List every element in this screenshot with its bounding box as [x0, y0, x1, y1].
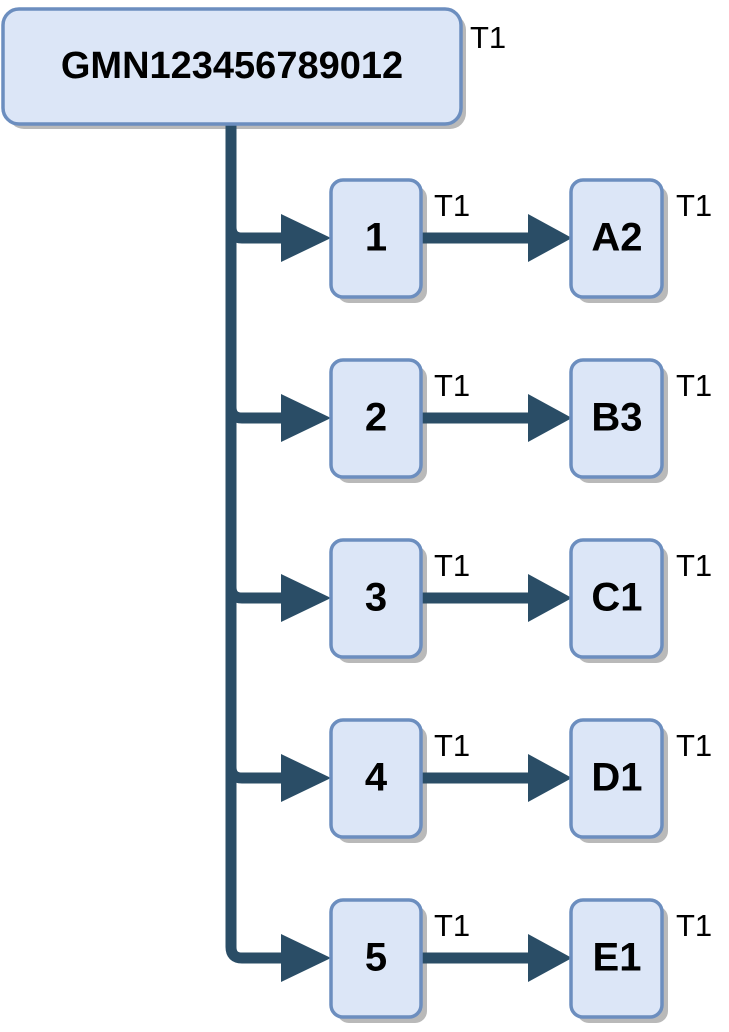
node-level1-4[interactable]: 4: [329, 718, 423, 839]
branch-arrowhead-2: [281, 394, 331, 442]
node-level1-3-box[interactable]: [329, 538, 423, 659]
branch-elbow-4: [225, 745, 285, 784]
node-level1-4-tag: T1: [434, 728, 470, 763]
node-level2-3-tag: T1: [676, 548, 712, 583]
connectors: [225, 120, 572, 982]
node-level2-1-tag: T1: [676, 188, 712, 223]
link-arrowhead-5: [528, 934, 572, 982]
branch-arrowhead-1: [281, 214, 331, 262]
node-level2-4[interactable]: D1: [569, 718, 664, 839]
node-level2-4-box[interactable]: [569, 718, 664, 839]
link-arrowhead-3: [528, 574, 572, 622]
node-level2-5-label: E1: [593, 936, 642, 980]
node-level1-1-tag: T1: [434, 188, 470, 223]
link-arrowhead-1: [528, 214, 572, 262]
link-arrowhead-4: [528, 754, 572, 802]
node-level1-5-label: 5: [365, 936, 387, 980]
node-level1-5[interactable]: 5: [329, 898, 423, 1019]
node-level1-1-box[interactable]: [329, 178, 423, 299]
node-level1-5-tag: T1: [434, 908, 470, 943]
node-level2-5-box[interactable]: [569, 898, 664, 1019]
node-level2-5[interactable]: E1: [569, 898, 664, 1019]
node-level2-2-box[interactable]: [569, 358, 664, 479]
branch-arrowhead-5: [281, 934, 331, 982]
node-root-label: GMN123456789012: [61, 45, 403, 87]
branch-elbow-5: [225, 925, 285, 964]
node-root[interactable]: GMN123456789012: [1, 7, 463, 126]
node-level1-2[interactable]: 2: [329, 358, 423, 479]
node-level1-1-label: 1: [365, 216, 387, 260]
node-level2-4-label: D1: [591, 756, 642, 800]
node-level2-3-label: C1: [591, 576, 642, 620]
branch-elbow-2: [225, 385, 285, 424]
branch-elbow-1: [225, 205, 285, 244]
node-level2-1-box[interactable]: [569, 178, 664, 299]
branch-arrowhead-3: [281, 574, 331, 622]
node-shadows: [8, 14, 668, 1023]
node-level1-4-label: 4: [365, 756, 388, 800]
branch-arrowhead-4: [281, 754, 331, 802]
node-level1-4-box[interactable]: [329, 718, 423, 839]
node-level1-3-label: 3: [365, 576, 387, 620]
node-level1-2-tag: T1: [434, 368, 470, 403]
node-level1-5-box[interactable]: [329, 898, 423, 1019]
node-level2-2-tag: T1: [676, 368, 712, 403]
node-root-box[interactable]: [1, 7, 463, 126]
node-level1-1[interactable]: 1: [329, 178, 423, 299]
node-level2-5-tag: T1: [676, 908, 712, 943]
node-level1-3[interactable]: 3: [329, 538, 423, 659]
node-level1-2-label: 2: [365, 396, 387, 440]
node-level2-2-label: B3: [591, 396, 642, 440]
node-level2-1[interactable]: A2: [569, 178, 664, 299]
node-level2-3[interactable]: C1: [569, 538, 664, 659]
node-level1-2-box[interactable]: [329, 358, 423, 479]
node-level2-2[interactable]: B3: [569, 358, 664, 479]
node-level2-4-tag: T1: [676, 728, 712, 763]
node-level2-3-box[interactable]: [569, 538, 664, 659]
branch-elbow-3: [225, 565, 285, 604]
node-level1-3-tag: T1: [434, 548, 470, 583]
node-root-tag: T1: [470, 20, 506, 55]
link-arrowhead-2: [528, 394, 572, 442]
node-level2-1-label: A2: [591, 216, 642, 260]
